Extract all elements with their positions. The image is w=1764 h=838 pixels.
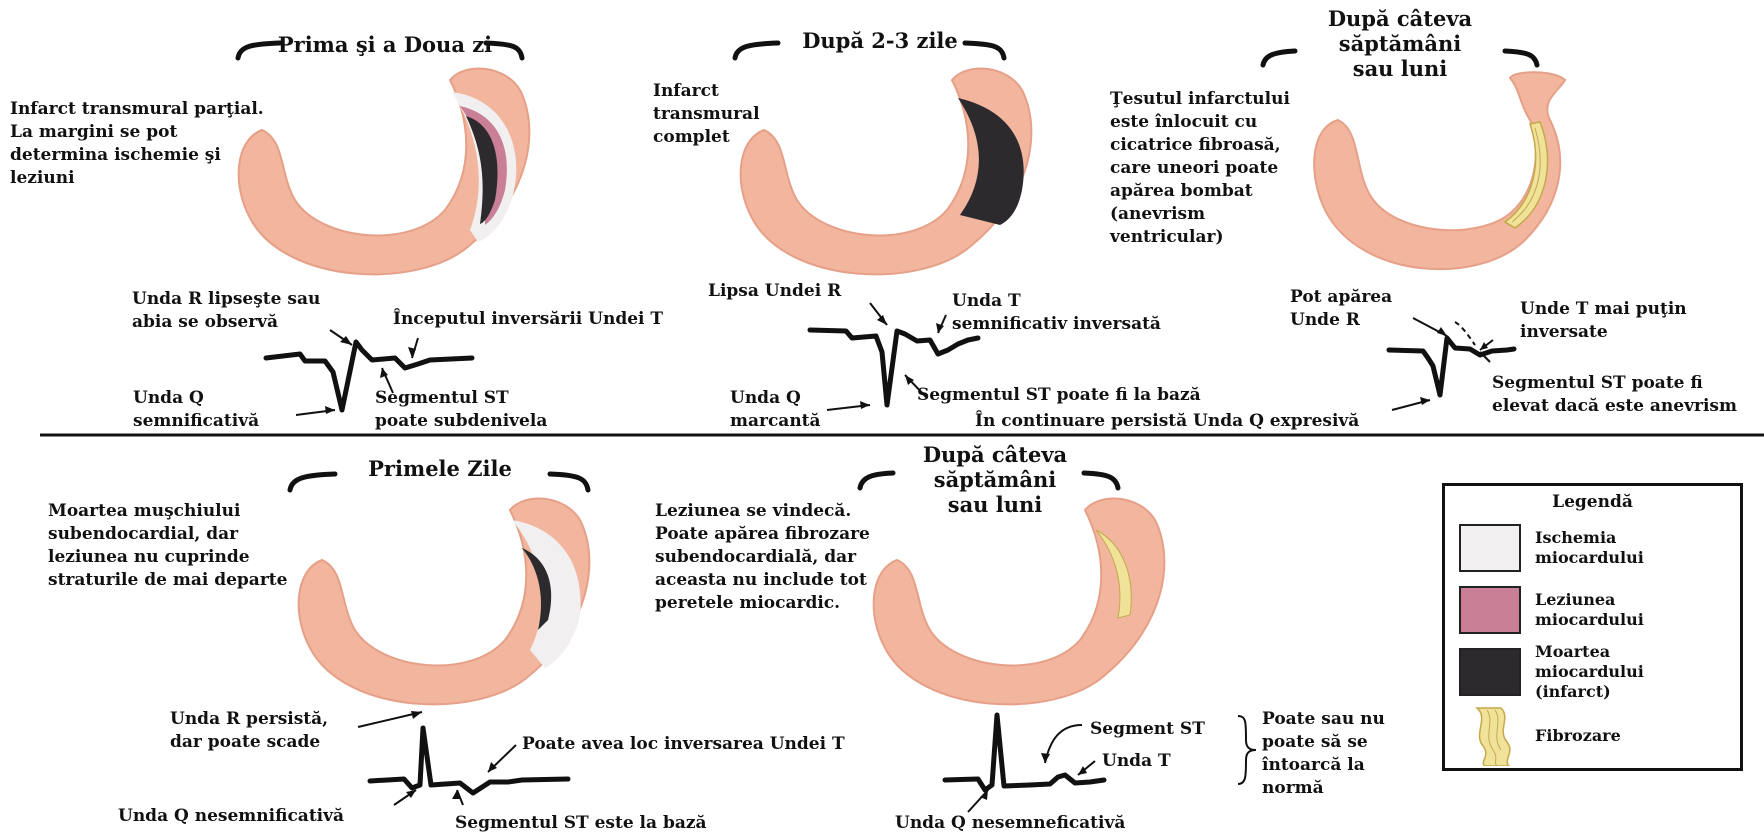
title-bottom-1: Primele Zile: [330, 456, 550, 481]
heart-bottom-2: [874, 499, 1165, 705]
return-label-bottom-2: Poate sau nu poate să se întoarcă la nor…: [1262, 708, 1422, 800]
desc-top-2: Infarct transmural complet: [653, 80, 793, 149]
heart-top-3: [1314, 72, 1565, 269]
r-label-top-2: Lipsa Undei R: [708, 280, 898, 303]
st-label-top-2: Segmentul ST poate fi la bază: [917, 384, 1257, 407]
legend-label-ischemia: Ischemia miocardului: [1535, 528, 1644, 568]
legend-swatch-ischemia: [1459, 524, 1521, 572]
legend-swatch-injury: [1459, 586, 1521, 634]
legend-title: Legendă: [1445, 492, 1740, 512]
st-label-bottom-2: Segment ST: [1090, 718, 1230, 741]
st-label-top-3: Segmentul ST poate fi elevat dacă este a…: [1492, 372, 1762, 418]
title-top-3: După câteva săptămâni sau luni: [1300, 6, 1500, 81]
legend-label-injury: Leziunea miocardului: [1535, 590, 1644, 630]
heart-bottom-1: [299, 499, 590, 705]
legend-label-infarct: Moartea miocardului (infarct): [1535, 642, 1644, 702]
st-label-top-1: Segmentul ST poate subdenivela: [375, 387, 595, 433]
title-top-1: Prima şi a Doua zi: [240, 32, 530, 57]
legend-swatch-infarct: [1459, 648, 1521, 696]
desc-bottom-1: Moartea muşchiului subendocardial, dar l…: [48, 500, 328, 592]
q-label-top-1: Unda Q semnificativă: [133, 387, 313, 433]
ecg-bottom-2: [945, 715, 1104, 790]
q-label-bottom-2: Unda Q nesemneficativă: [895, 812, 1195, 835]
title-top-2: După 2-3 zile: [760, 28, 1000, 53]
legend-label-fibrosis: Fibrozare: [1535, 726, 1621, 746]
r-label-top-1: Unda R lipseşte sau abia se observă: [132, 288, 362, 334]
st-label-bottom-1: Segmentul ST este la bază: [455, 812, 755, 835]
desc-bottom-2: Leziunea se vindecă. Poate apărea fibroz…: [655, 500, 915, 615]
q-label-bottom-1: Unda Q nesemnificativă: [118, 805, 408, 828]
t-label-top-1: Începutul inversării Undei T: [393, 308, 703, 331]
t-label-top-2: Unda T semnificativ inversată: [952, 290, 1212, 336]
return-brace: [1238, 716, 1256, 784]
q-label-top-3: În continuare persistă Unda Q expresivă: [975, 410, 1415, 433]
r-label-bottom-1: Unda R persistă, dar poate scade: [170, 708, 370, 754]
t-label-bottom-1: Poate avea loc inversarea Undei T: [522, 733, 882, 756]
desc-top-1: Infarct transmural parţial. La margini s…: [10, 98, 290, 190]
legend: Legendă Ischemia miocardului Leziunea mi…: [1442, 483, 1743, 771]
ecg-dashed-r: [1455, 322, 1475, 345]
t-label-top-3: Unde T mai puţin inversate: [1520, 298, 1740, 344]
desc-top-3: Ţesutul infarctului este înlocuit cu cic…: [1110, 88, 1320, 249]
t-label-bottom-2: Unda T: [1102, 750, 1202, 773]
title-bottom-2: După câteva săptămâni sau luni: [895, 442, 1095, 517]
q-label-top-2: Unda Q marcantă: [730, 387, 850, 433]
r-label-top-3: Pot apărea Unde R: [1290, 286, 1430, 332]
legend-swatch-fibrosis: [1459, 706, 1529, 766]
